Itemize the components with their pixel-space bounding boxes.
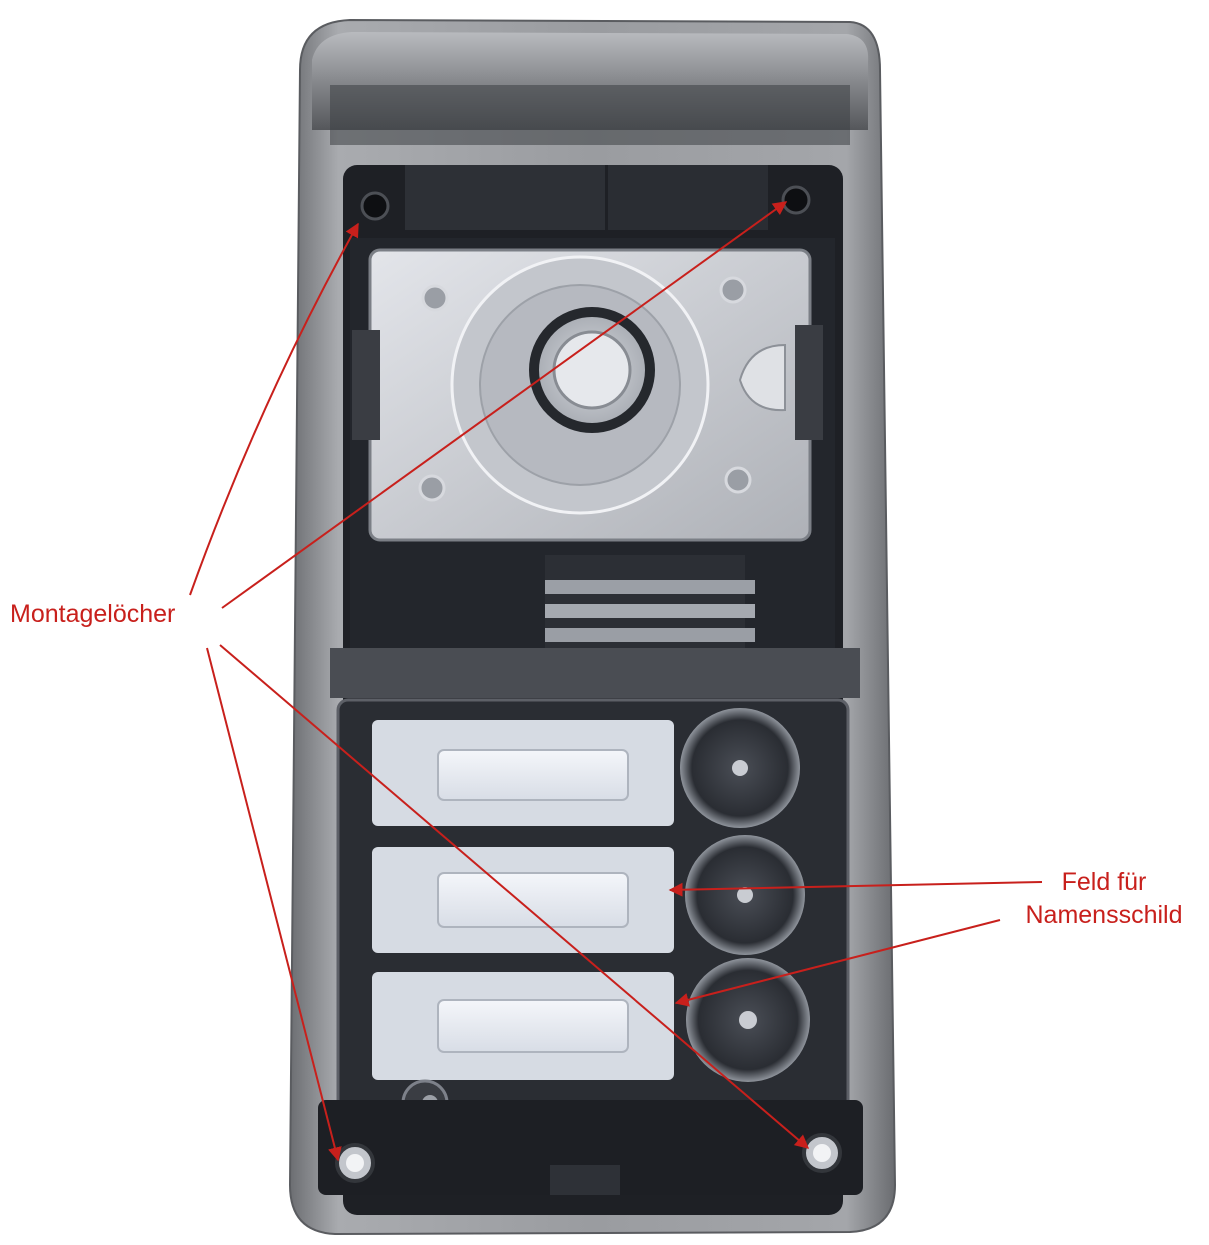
plate-screw-hole — [724, 466, 752, 494]
mounting-hole-top-left — [360, 191, 390, 221]
name-tag-field — [372, 972, 674, 1080]
name-tag-field — [372, 720, 674, 826]
button-panel — [336, 698, 850, 1132]
name-field-label: Feld für Namensschild — [1000, 866, 1208, 932]
name-field-label-line1: Feld für — [1061, 868, 1147, 896]
mounting-hole-top-right — [781, 185, 811, 215]
bottom-bar — [318, 1100, 863, 1195]
plate-screw-hole — [418, 474, 446, 502]
mounting-holes-label: Montagelöcher — [10, 600, 176, 628]
name-field-label-line2: Namensschild — [1025, 901, 1183, 929]
mounting-hole-bottom-left — [335, 1143, 375, 1183]
plate-screw-hole — [719, 276, 747, 304]
bell-button-recess — [680, 708, 800, 828]
name-tag-field — [372, 847, 674, 953]
hinge-bar — [330, 648, 860, 698]
bell-button-recess — [686, 958, 810, 1082]
camera-plate — [352, 248, 823, 542]
mounting-hole-bottom-right — [802, 1133, 842, 1173]
bell-button-recess — [685, 835, 805, 955]
name-field-arrows — [668, 881, 1043, 1007]
plate-screw-hole — [421, 284, 449, 312]
mounting-hole-arrows — [189, 201, 810, 1162]
